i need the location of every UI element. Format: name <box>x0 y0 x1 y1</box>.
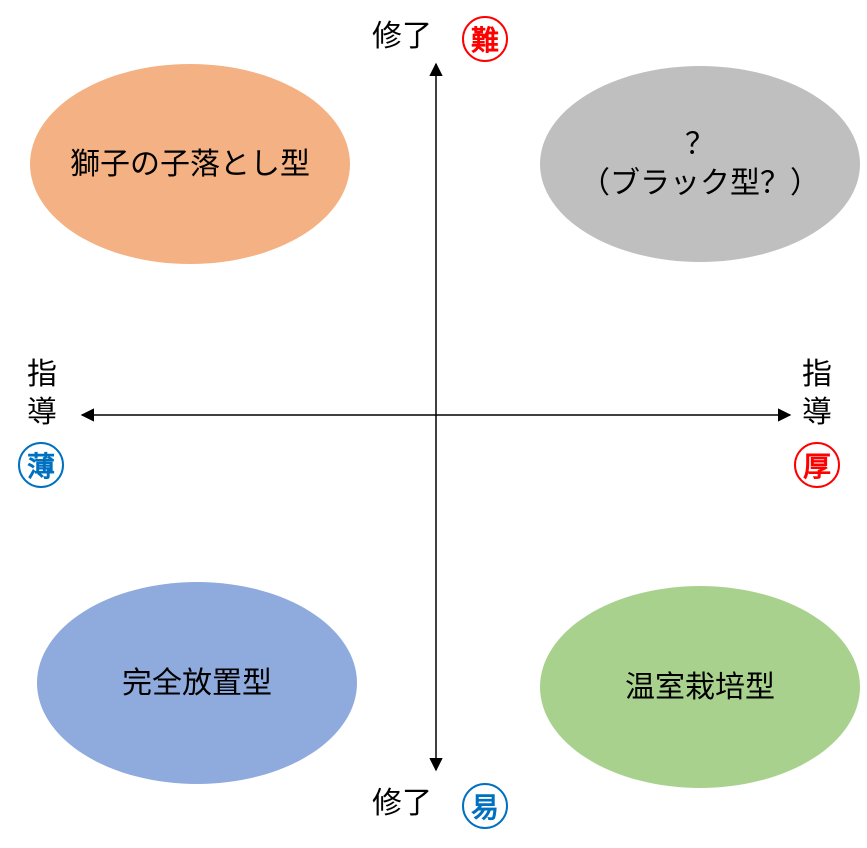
bottom-axis-badge: 易 <box>462 783 508 829</box>
bottom-axis-label: 修了 <box>372 786 432 821</box>
right-axis-label-line1: 指 <box>802 357 832 392</box>
quadrant-top-right-line2: （ブラック型？） <box>580 166 820 201</box>
left-axis-label: 指 導 <box>22 356 62 432</box>
left-axis-badge: 薄 <box>18 442 64 488</box>
top-axis-label: 修了 <box>372 19 432 54</box>
quadrant-bottom-left-text: 完全放置型 <box>122 665 272 701</box>
right-axis-label-line2: 導 <box>802 395 832 430</box>
quadrant-bottom-right-text: 温室栽培型 <box>625 669 775 705</box>
quadrant-bottom-right: 温室栽培型 <box>540 586 860 788</box>
left-axis-label-line2: 導 <box>27 395 57 430</box>
right-axis-label: 指 導 <box>797 356 837 432</box>
right-axis-badge: 厚 <box>794 442 840 488</box>
quadrant-top-right-line1: ？ <box>685 127 715 162</box>
quadrant-top-right: ？ （ブラック型？） <box>540 66 860 262</box>
quadrant-top-left: 獅子の子落とし型 <box>30 64 350 264</box>
quadrant-bottom-left: 完全放置型 <box>37 582 357 784</box>
left-axis-label-line1: 指 <box>27 357 57 392</box>
quadrant-top-left-text: 獅子の子落とし型 <box>70 146 310 182</box>
top-axis-badge: 難 <box>462 16 508 62</box>
